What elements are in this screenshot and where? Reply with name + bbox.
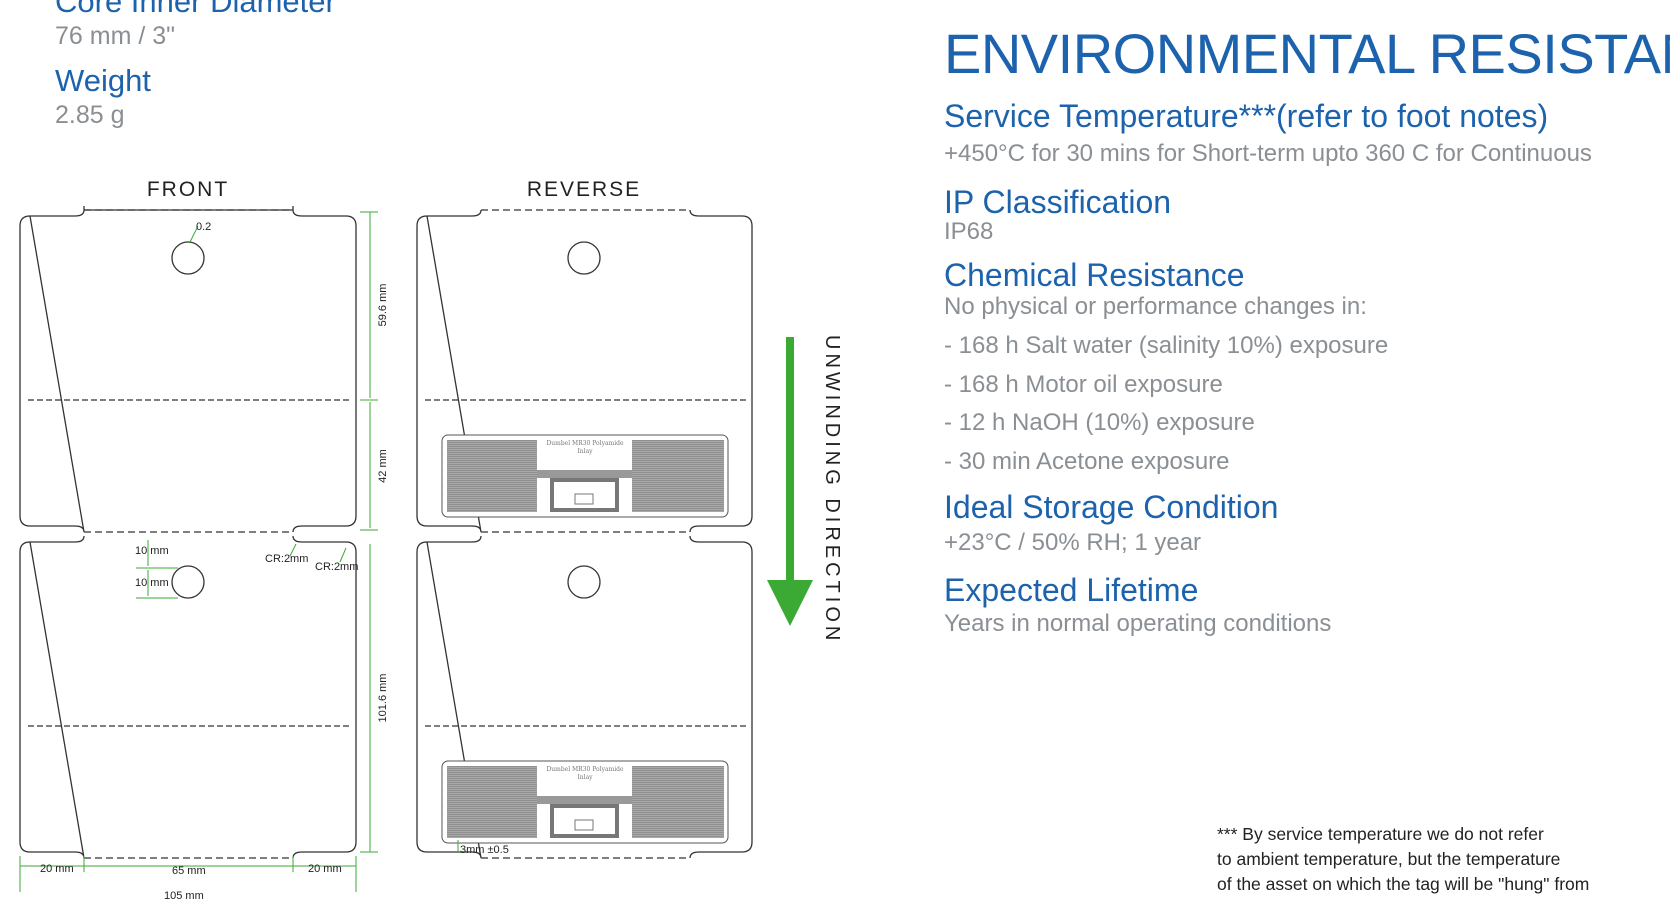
footnote-line: to ambient temperature, but the temperat… (1217, 849, 1561, 869)
front-upper-panel (19, 206, 357, 533)
dim-total-width: 105 mm (164, 890, 204, 900)
chem-item: - 168 h Salt water (salinity 10%) exposu… (944, 332, 1389, 359)
reverse-lower-panel (416, 535, 753, 859)
chem-item: - 168 h Motor oil exposure (944, 371, 1223, 398)
reverse-upper-panel (416, 209, 753, 533)
dim-cr-b: CR:2mm (315, 561, 358, 573)
footnote: *** By service temperature we do not ref… (1217, 822, 1657, 897)
storage-heading: Ideal Storage Condition (944, 489, 1279, 525)
chem-item: - 30 min Acetone exposure (944, 448, 1230, 475)
ip-heading: IP Classification (944, 184, 1172, 220)
dim-mid-section: 42 mm (377, 449, 389, 483)
weight-heading: Weight (55, 63, 151, 98)
reverse-hang-hole-top (567, 241, 601, 275)
dim-hole: 0.2 (196, 221, 211, 233)
tag-technical-drawing: FRONT REVERSE 0.2 (19, 178, 843, 900)
dim-10mm-b: 10 mm (135, 577, 169, 589)
dim-right-notch: 20 mm (308, 863, 342, 875)
inlay-text-2: Inlay (577, 448, 593, 455)
service-temp-value: +450°C for 30 mins for Short-term upto 3… (944, 140, 1592, 167)
ip-value: IP68 (944, 218, 994, 245)
chem-heading: Chemical Resistance (944, 257, 1245, 293)
dim-10mm-a: 10 mm (135, 545, 169, 557)
storage-value: +23°C / 50% RH; 1 year (944, 529, 1202, 556)
chem-item: - 12 h NaOH (10%) exposure (944, 409, 1255, 436)
footnote-line: *** By service temperature we do not ref… (1217, 824, 1544, 844)
environmental-title: ENVIRONMENTAL RESISTANCE (944, 22, 1670, 85)
dim-full-label: 101.6 mm (377, 674, 389, 723)
dim-cr-a: CR:2mm (265, 553, 308, 565)
inlay-text-1: Dumbel MR30 Polyamide (546, 440, 624, 447)
front-hang-hole-bottom (171, 565, 205, 599)
service-temp-heading: Service Temperature***(refer to foot not… (944, 98, 1549, 134)
front-hang-hole-top (171, 241, 205, 275)
reverse-hang-hole-bottom (567, 565, 601, 599)
lifetime-value: Years in normal operating conditions (944, 610, 1332, 637)
unwinding-direction-arrow (767, 337, 813, 626)
dim-inlay-gap: 3mm ±0.5 (460, 844, 509, 856)
dim-top-section: 59.6 mm (377, 284, 389, 327)
dim-left-notch: 20 mm (40, 863, 74, 875)
rfid-inlay-top: Dumbel MR30 Polyamide Inlay (441, 434, 729, 518)
rfid-inlay-bottom: Dumbel MR30 Polyamide Inlay (441, 760, 729, 844)
footnote-line: of the asset on which the tag will be "h… (1217, 874, 1590, 894)
core-diameter-heading: Core Inner Diameter (55, 0, 336, 19)
inlay-text-1b: Dumbel MR30 Polyamide (546, 766, 624, 773)
core-diameter-value: 76 mm / 3" (55, 22, 176, 50)
reverse-label: REVERSE (527, 178, 641, 201)
weight-value: 2.85 g (55, 101, 125, 129)
dim-center: 65 mm (172, 865, 206, 877)
front-label: FRONT (147, 178, 229, 201)
direction-label: UNWINDING DIRECTION (821, 335, 843, 644)
lifetime-heading: Expected Lifetime (944, 572, 1199, 608)
inlay-text-2b: Inlay (577, 774, 593, 781)
chem-intro: No physical or performance changes in: (944, 293, 1367, 320)
front-lower-panel (19, 535, 357, 859)
